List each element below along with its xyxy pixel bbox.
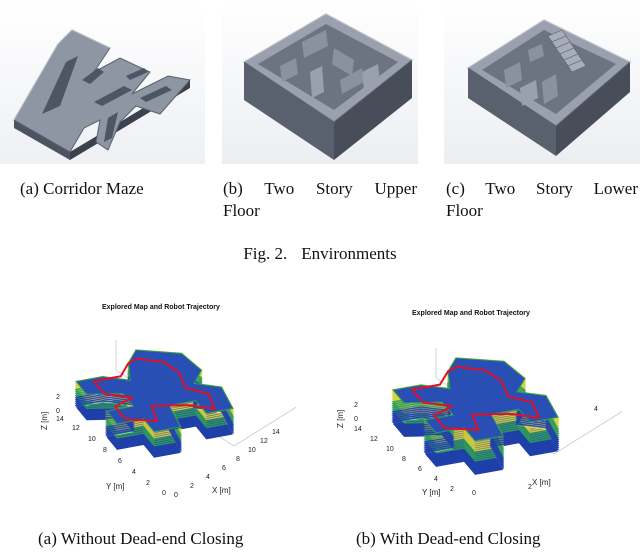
plot-with-dead-end-closing: Explored Map and Robot Trajectory Z [m] … (332, 298, 622, 512)
x-tick: 10 (248, 447, 256, 454)
two-story-upper-floor-render (222, 2, 418, 164)
y-tick: 10 (88, 436, 96, 443)
z-tick: 0 (56, 408, 60, 415)
two-story-lower-floor-render (444, 2, 640, 164)
x-tick: 0 (174, 492, 178, 499)
subcaption-lower-floor-line1: (c) Two Story Lower (446, 179, 638, 198)
z-axis-label: Z [m] (40, 411, 49, 430)
x-tick: 12 (260, 438, 268, 445)
plot-without-dead-end-closing: Explored Map and Robot Trajectory Z [m] … (26, 298, 296, 512)
x-tick: 4 (206, 474, 210, 481)
z-axis-label: Z [m] (336, 409, 345, 428)
y-tick: 2 (450, 486, 454, 493)
z-tick: 2 (354, 402, 358, 409)
y-tick: 4 (434, 476, 438, 483)
voxel-walls (391, 357, 560, 475)
subcaption-with-dead-end-closing: (b) With Dead-end Closing (356, 529, 541, 548)
y-tick: 0 (162, 490, 166, 497)
figure-label: Fig. 2. (243, 244, 288, 263)
x-tick: 0 (472, 490, 476, 497)
y-tick: 12 (72, 425, 80, 432)
y-tick: 4 (132, 469, 136, 476)
voxel-walls (74, 349, 235, 458)
x-tick: 6 (222, 465, 226, 472)
subcaption-corridor-maze: (a) Corridor Maze (20, 179, 144, 198)
y-tick: 8 (402, 456, 406, 463)
y-tick: 14 (56, 416, 64, 423)
x-axis-label: X [m] (212, 486, 231, 495)
y-axis-label: Y [m] (422, 488, 441, 497)
voxel-map-svg (391, 348, 622, 475)
y-tick: 2 (146, 480, 150, 487)
subcaption-upper-floor-line2: Floor (223, 201, 260, 220)
x-tick: 2 (190, 483, 194, 490)
figure-title: Environments (301, 244, 397, 263)
robot-trajectory (93, 357, 216, 422)
x-axis-label: X [m] (532, 478, 551, 487)
subcaption-without-dead-end-closing: (a) Without Dead-end Closing (38, 529, 244, 548)
z-tick: 2 (56, 394, 60, 401)
y-axis-label: Y [m] (106, 482, 125, 491)
y-tick: 6 (418, 466, 422, 473)
y-tick: 12 (370, 436, 378, 443)
corridor-maze-render (0, 2, 205, 164)
robot-trajectory (411, 365, 540, 431)
x-tick: 2 (528, 484, 532, 491)
voxel-map-svg (74, 340, 296, 458)
y-tick: 14 (354, 426, 362, 433)
subcaption-lower-floor-line2: Floor (446, 201, 483, 220)
z-tick: 0 (354, 416, 358, 423)
plot-title: Explored Map and Robot Trajectory (102, 304, 220, 311)
x-tick: 4 (594, 406, 598, 413)
y-tick: 8 (103, 447, 107, 454)
figure-caption-environments: Fig. 2. Environments (0, 243, 640, 265)
y-tick: 6 (118, 458, 122, 465)
subcaption-upper-floor-line1: (b) Two Story Upper (223, 179, 417, 198)
y-tick: 10 (386, 446, 394, 453)
x-tick: 8 (236, 456, 240, 463)
plot-title: Explored Map and Robot Trajectory (412, 310, 530, 317)
x-tick: 14 (272, 429, 280, 436)
